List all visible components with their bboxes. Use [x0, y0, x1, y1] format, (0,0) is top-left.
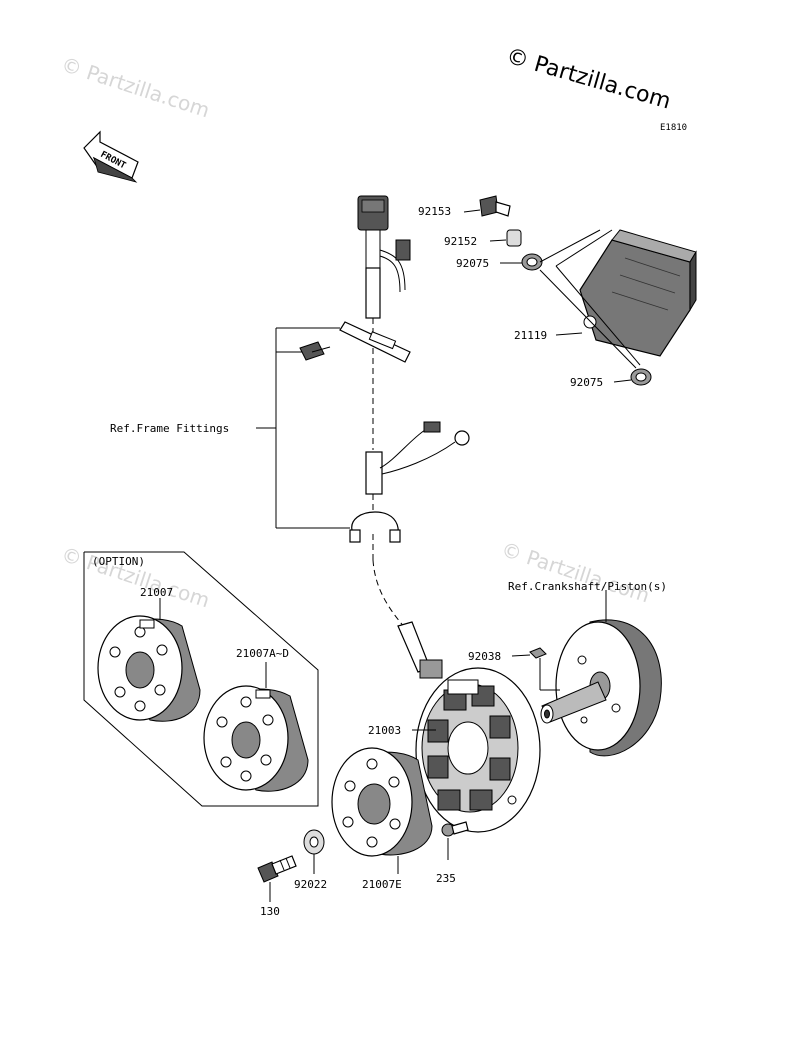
collar-92152 — [506, 229, 522, 247]
part-number: 21119 — [514, 329, 547, 342]
part-number: 92038 — [468, 650, 501, 663]
option-box — [83, 551, 319, 807]
ref-frame-bracket — [256, 327, 350, 529]
part-number: 92075 — [456, 257, 489, 270]
part-number: 21007E — [362, 878, 402, 891]
grommet-92075-lower — [630, 368, 652, 386]
part-number: 92153 — [418, 205, 451, 218]
key-92038 — [529, 647, 547, 659]
part-number: 92075 — [570, 376, 603, 389]
flywheel-21007e — [331, 747, 433, 857]
watermark-text: © Partzilla.com — [58, 542, 212, 613]
part-number: 92152 — [444, 235, 477, 248]
bolt-92153 — [479, 195, 511, 217]
part-number: 130 — [260, 905, 280, 918]
front-arrow-icon: FRONT — [83, 130, 139, 183]
crankshaft-case — [540, 619, 662, 757]
clamp-bracket — [299, 321, 411, 543]
washer-92022 — [303, 829, 325, 855]
option-label: (OPTION) — [92, 555, 145, 568]
flywheel-21007 — [97, 615, 201, 722]
copyright-text: © Partzilla.com — [503, 44, 673, 115]
part-number: 92022 — [294, 878, 327, 891]
part-number: 21003 — [368, 724, 401, 737]
flywheel-21007a-d — [203, 685, 309, 792]
part-number: 21007 — [140, 586, 173, 599]
ref-crankshaft-label: Ref.Crankshaft/Piston(s) — [508, 580, 667, 593]
part-number: 21007A~D — [236, 647, 289, 660]
diagram-code: E1810 — [660, 123, 687, 133]
part-number: 235 — [436, 872, 456, 885]
wire-harness — [357, 195, 470, 679]
bolt-130 — [257, 855, 297, 883]
screw-235 — [441, 821, 469, 837]
watermark-text: © Partzilla.com — [498, 537, 652, 608]
ref-frame-fittings-label: Ref.Frame Fittings — [110, 422, 229, 435]
stator-21003 — [415, 667, 541, 833]
watermark-text: © Partzilla.com — [58, 52, 212, 123]
regulator-21119 — [579, 229, 697, 357]
grommet-92075-upper — [521, 253, 543, 271]
